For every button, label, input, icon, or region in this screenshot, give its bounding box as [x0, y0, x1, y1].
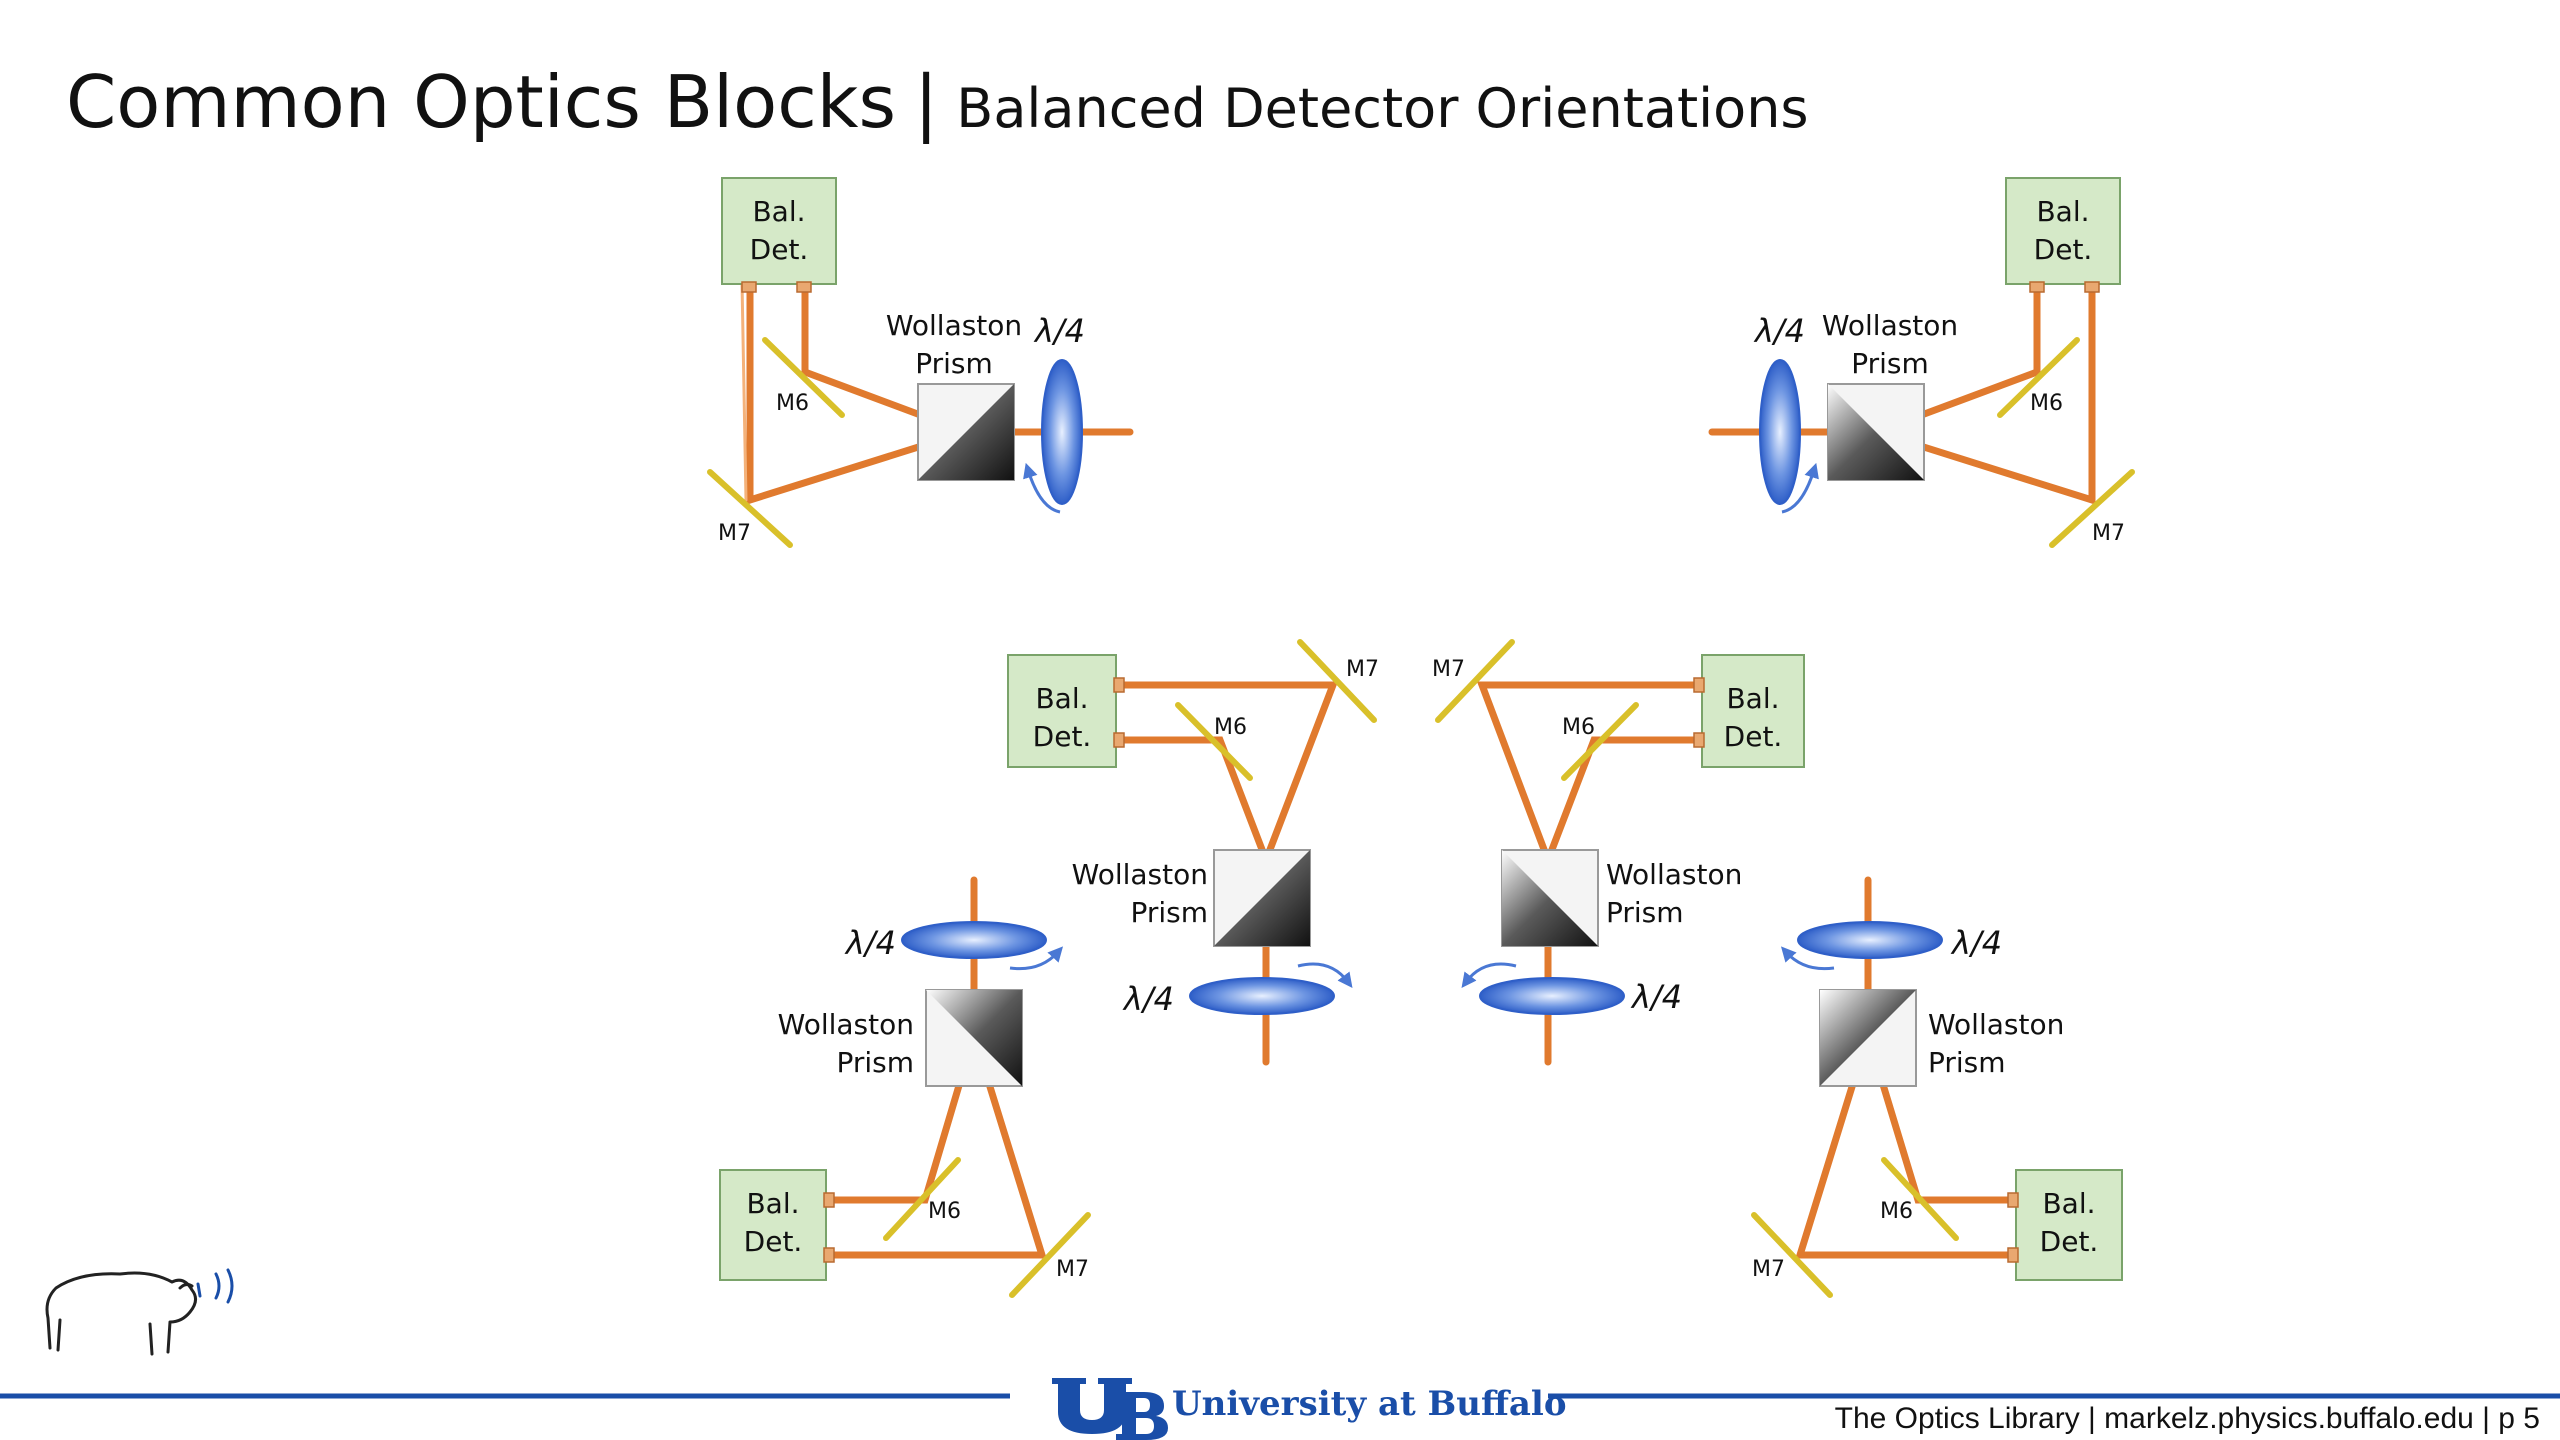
waveplate-top-right	[1759, 359, 1801, 505]
svg-text:Bal.: Bal.	[1726, 682, 1779, 715]
ub-logo-icon	[1052, 1378, 1168, 1440]
label-prism: Prism	[836, 1046, 914, 1079]
title-separator: |	[914, 60, 939, 144]
svg-text:Bal.: Bal.	[746, 1187, 799, 1220]
laser-beams	[740, 278, 2096, 1259]
label-prism: Wollaston	[886, 309, 1022, 342]
svg-text:Bal.: Bal.	[2042, 1187, 2095, 1220]
mirror-m6-bot-left	[883, 1157, 961, 1241]
prism-mid-left	[1213, 849, 1311, 947]
label-m7: M7	[1432, 657, 1465, 682]
label-m7: M7	[2092, 521, 2125, 546]
label-m6: M6	[1562, 715, 1595, 740]
prism-top-left	[917, 383, 1015, 481]
label-waveplate: λ/4	[1950, 924, 2002, 962]
svg-text:Det.: Det.	[1724, 720, 1783, 753]
label-prism: Wollaston	[1822, 309, 1958, 342]
mirror-m7-mid-left	[1297, 639, 1377, 723]
label-m6: M6	[2030, 391, 2063, 416]
mirrors	[707, 337, 2135, 1298]
svg-text:Det.: Det.	[744, 1225, 803, 1258]
balanced-detectors: Bal. Det. Bal. Det. Bal. Det.	[719, 177, 2123, 1281]
label-waveplate: λ/4	[1122, 980, 1174, 1018]
prism-bot-right	[1819, 989, 1917, 1087]
mirror-m7-bot-left	[1009, 1212, 1091, 1298]
label-waveplate: λ/4	[844, 924, 896, 962]
mirror-m6-mid-right	[1561, 702, 1639, 781]
prism-bot-left	[925, 989, 1023, 1087]
rotation-arrows	[1009, 462, 1835, 988]
mirror-m7-bot-right	[1751, 1212, 1833, 1298]
footer-credit: The Optics Library | markelz.physics.buf…	[1834, 1402, 2540, 1435]
detector-bot-right: Bal. Det.	[2007, 1169, 2123, 1281]
label-m7: M7	[1056, 1257, 1089, 1282]
detector-mid-left: Bal. Det.	[1007, 654, 1125, 768]
label-prism: Wollaston	[1072, 858, 1208, 891]
prism-mid-right	[1501, 849, 1599, 947]
label-m6: M6	[1214, 715, 1247, 740]
label-m7: M7	[718, 521, 751, 546]
mirror-m7-mid-right	[1435, 639, 1515, 723]
mirror-m6-bot-right	[1881, 1157, 1959, 1241]
wollaston-prisms	[917, 383, 1925, 1087]
mirror-m7-top-left	[707, 469, 793, 548]
label-waveplate: λ/4	[1630, 978, 1682, 1016]
svg-text:Bal.: Bal.	[1035, 682, 1088, 715]
detector-top-right: Bal. Det.	[2005, 177, 2121, 293]
label-prism: Prism	[1851, 347, 1929, 380]
svg-text:Det.: Det.	[2034, 233, 2093, 266]
label-prism: Prism	[1130, 896, 1208, 929]
label-prism: Wollaston	[778, 1008, 914, 1041]
label-m6: M6	[928, 1199, 961, 1224]
label-prism: Prism	[915, 347, 993, 380]
svg-text:Bal.: Bal.	[752, 195, 805, 228]
label-m6: M6	[776, 391, 809, 416]
svg-text:Det.: Det.	[2040, 1225, 2099, 1258]
label-m6: M6	[1880, 1199, 1913, 1224]
mirror-m7-top-right	[2049, 469, 2135, 548]
svg-text:Det.: Det.	[1033, 720, 1092, 753]
label-m7: M7	[1752, 1257, 1785, 1282]
label-prism: Wollaston	[1606, 858, 1742, 891]
mirror-m6-mid-left	[1175, 702, 1253, 781]
waveplate-mid-left	[1189, 977, 1335, 1015]
prism-top-right	[1827, 383, 1925, 481]
svg-text:Bal.: Bal.	[2036, 195, 2089, 228]
label-waveplate: λ/4	[1033, 312, 1085, 350]
waveplate-mid-right	[1479, 977, 1625, 1015]
label-prism: Prism	[1928, 1046, 2006, 1079]
detector-mid-right: Bal. Det.	[1693, 654, 1805, 768]
waveplate-top-left	[1041, 359, 1083, 505]
detector-bot-left: Bal. Det.	[719, 1169, 835, 1281]
buffalo-icon	[45, 1268, 234, 1356]
waveplate-bot-right	[1797, 921, 1943, 959]
svg-text:Det.: Det.	[750, 233, 809, 266]
label-m7: M7	[1346, 657, 1379, 682]
title-subtitle: Balanced Detector Orientations	[956, 77, 1809, 140]
title-main: Common Optics Blocks	[66, 60, 897, 144]
waveplate-bot-left	[901, 921, 1047, 959]
label-prism: Wollaston	[1928, 1008, 2064, 1041]
waveplates	[901, 359, 1943, 1015]
detector-top-left: Bal. Det.	[721, 177, 837, 293]
label-waveplate: λ/4	[1753, 312, 1805, 350]
slide-title: Common Optics Blocks| Balanced Detector O…	[66, 60, 1809, 160]
label-prism: Prism	[1606, 896, 1684, 929]
mirror-m6-top-right	[1997, 337, 2080, 418]
mirror-m6-top-left	[762, 337, 845, 418]
university-name: University at Buffalo	[1172, 1384, 1567, 1424]
component-labels: Wollaston Prism λ/4 M6 M7 Wollaston Pris…	[718, 309, 2125, 1282]
